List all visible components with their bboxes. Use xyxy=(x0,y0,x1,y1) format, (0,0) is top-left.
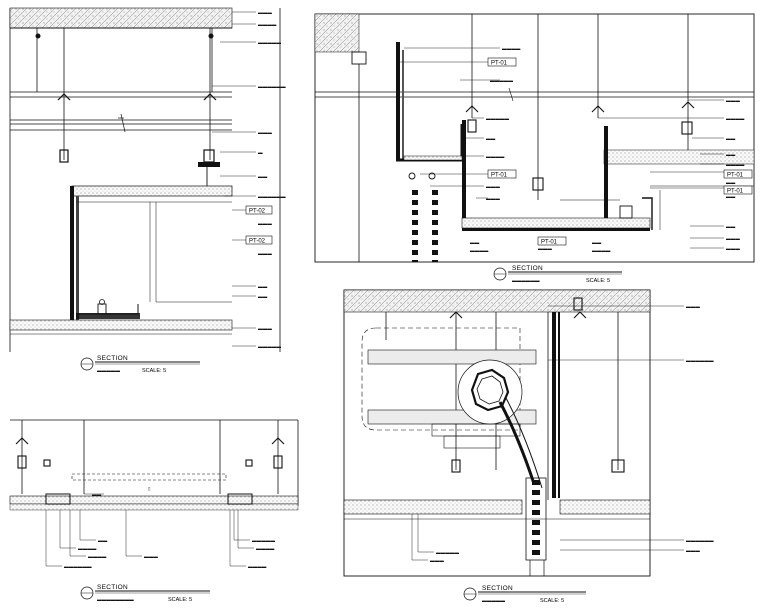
scale-label-4: SCALE: 5 xyxy=(540,598,564,604)
svg-text:▬▬▬: ▬▬▬ xyxy=(258,221,272,226)
pt-tag-5 xyxy=(537,236,567,246)
svg-text:▬▬: ▬▬ xyxy=(726,152,736,157)
svg-text:▬▬▬▬▬▬▬▬: ▬▬▬▬▬▬▬▬ xyxy=(97,597,134,602)
svg-text:▬▬▬: ▬▬▬ xyxy=(258,130,272,135)
svg-text:▬▬▬▬: ▬▬▬▬ xyxy=(248,564,267,569)
svg-text:▬▬▬▬: ▬▬▬▬ xyxy=(502,46,521,51)
pt-tag-6-label: PT-01 xyxy=(727,173,744,179)
svg-text:▬▬▬▬▬: ▬▬▬▬▬ xyxy=(258,344,281,349)
svg-text:▬▬▬: ▬▬▬ xyxy=(726,236,740,241)
svg-text:▬▬▬▬: ▬▬▬▬ xyxy=(726,116,745,121)
svg-text:▬▬: ▬▬ xyxy=(726,224,736,229)
pt-tag-3-label: PT-01 xyxy=(491,61,508,67)
svg-text:▬▬▬▬▬▬: ▬▬▬▬▬▬ xyxy=(686,538,714,543)
svg-text:▬▬▬▬▬: ▬▬▬▬▬ xyxy=(490,78,513,83)
svg-text:▬▬▬▬: ▬▬▬▬ xyxy=(256,546,275,551)
section-title-1: SECTION xyxy=(97,355,128,362)
scale-label-3: SCALE: 5 xyxy=(168,597,192,603)
svg-text:▬▬▬▬: ▬▬▬▬ xyxy=(486,154,505,159)
svg-text:▬▬▬: ▬▬▬ xyxy=(686,304,700,309)
pt-tag-2 xyxy=(245,235,273,245)
svg-text:▬▬▬▬▬: ▬▬▬▬▬ xyxy=(258,40,281,45)
section-title-2: SECTION xyxy=(512,265,543,272)
svg-text:▯: ▯ xyxy=(148,486,151,491)
detail-2: ▬▬▬▬ ▬▬▬▬▬ ▬▬▬▬▬ ▬▬ ▬▬▬▬ ▬▬▬ ▬▬▬ ▬▬▬ ▬▬▬… xyxy=(314,13,755,284)
svg-text:▬▬▬▬: ▬▬▬▬ xyxy=(88,554,107,559)
svg-text:▬▬▬: ▬▬▬ xyxy=(686,548,700,553)
svg-text:▬▬▬▬▬▬: ▬▬▬▬▬▬ xyxy=(64,564,92,569)
svg-text:▬▬: ▬▬ xyxy=(726,180,736,185)
svg-text:▬▬: ▬▬ xyxy=(726,136,736,141)
svg-text:▬▬: ▬▬ xyxy=(258,174,268,179)
svg-text:▬: ▬ xyxy=(258,150,263,155)
section-title-4: SECTION xyxy=(482,585,513,592)
svg-text:▬▬▬: ▬▬▬ xyxy=(486,184,500,189)
svg-text:▬▬▬▬: ▬▬▬▬ xyxy=(592,248,611,253)
svg-text:▬▬▬: ▬▬▬ xyxy=(258,251,272,256)
svg-text:▬▬▬▬▬: ▬▬▬▬▬ xyxy=(97,368,120,373)
svg-text:▬▬▬▬▬▬: ▬▬▬▬▬▬ xyxy=(258,84,286,89)
scale-label-1: SCALE: 5 xyxy=(142,368,166,374)
pt-tag-4 xyxy=(487,169,517,179)
scale-label-2: SCALE: 5 xyxy=(586,278,610,284)
pt-tag-2-label: PT-02 xyxy=(249,239,266,245)
svg-text:▬▬▬▬▬▬: ▬▬▬▬▬▬ xyxy=(258,194,286,199)
svg-text:▬▬▬▬▬: ▬▬▬▬▬ xyxy=(252,538,275,543)
svg-text:▬▬▬▬: ▬▬▬▬ xyxy=(726,162,745,167)
pt-tag-7-label: PT-01 xyxy=(727,189,744,195)
svg-text:▬▬▬▬▬: ▬▬▬▬▬ xyxy=(486,116,509,121)
svg-text:▬▬: ▬▬ xyxy=(92,492,102,497)
svg-text:▬▬▬: ▬▬▬ xyxy=(430,558,444,563)
svg-text:▬▬▬▬: ▬▬▬▬ xyxy=(258,22,277,27)
svg-text:▬▬▬▬: ▬▬▬▬ xyxy=(470,248,489,253)
detail-1: ▬▬▬ ▬▬▬▬ ▬▬▬▬▬ ▬▬▬▬▬▬ ▬▬▬ ▬ ▬▬ ▬▬▬▬▬▬ ▬▬… xyxy=(9,7,286,374)
pt-tag-4-label: PT-01 xyxy=(491,173,508,179)
pt-tag-3 xyxy=(487,57,517,67)
section-title-3: SECTION xyxy=(97,584,128,591)
svg-text:▬▬▬▬▬: ▬▬▬▬▬ xyxy=(482,598,505,603)
svg-text:▬▬▬: ▬▬▬ xyxy=(258,326,272,331)
svg-text:▬▬: ▬▬ xyxy=(592,240,602,245)
svg-text:▬▬: ▬▬ xyxy=(486,136,496,141)
svg-text:▬▬▬: ▬▬▬ xyxy=(538,246,552,251)
svg-text:▬▬▬▬▬▬: ▬▬▬▬▬▬ xyxy=(686,358,714,363)
svg-text:▬▬: ▬▬ xyxy=(258,294,268,299)
detail-4: ▬▬▬ ▬▬▬▬▬▬ ▬▬▬▬▬▬ ▬▬▬ ▬▬▬ ▬▬▬▬▬ SECTION … xyxy=(343,289,714,604)
svg-text:▬▬▬: ▬▬▬ xyxy=(726,246,740,251)
svg-text:▬▬: ▬▬ xyxy=(726,194,736,199)
pt-tag-6 xyxy=(723,169,753,179)
svg-text:▬▬: ▬▬ xyxy=(470,240,480,245)
svg-text:▬▬▬: ▬▬▬ xyxy=(144,554,158,559)
svg-text:▬▬▬: ▬▬▬ xyxy=(726,98,740,103)
svg-text:▬▬: ▬▬ xyxy=(98,538,108,543)
svg-text:▬▬▬▬▬▬: ▬▬▬▬▬▬ xyxy=(512,278,540,283)
svg-text:▬▬▬▬▬: ▬▬▬▬▬ xyxy=(436,550,459,555)
svg-text:▬▬: ▬▬ xyxy=(258,284,268,289)
detail-3: ▯ ▬▬ ▬▬▬▬▬▬ ▬▬▬▬ ▬▬▬▬ ▬▬ ▬▬▬ ▬▬▬▬▬ ▬▬▬▬ … xyxy=(9,419,299,603)
concrete-slab xyxy=(9,7,233,29)
svg-text:▬▬▬: ▬▬▬ xyxy=(486,196,500,201)
svg-text:▬▬▬▬: ▬▬▬▬ xyxy=(78,546,97,551)
pt-tag-7 xyxy=(723,185,753,195)
pt-tag-1-label: PT-02 xyxy=(249,209,266,215)
svg-text:▬▬▬: ▬▬▬ xyxy=(258,10,272,15)
pt-tag-1 xyxy=(245,205,273,215)
pt-tag-5-label: PT-01 xyxy=(541,240,558,246)
